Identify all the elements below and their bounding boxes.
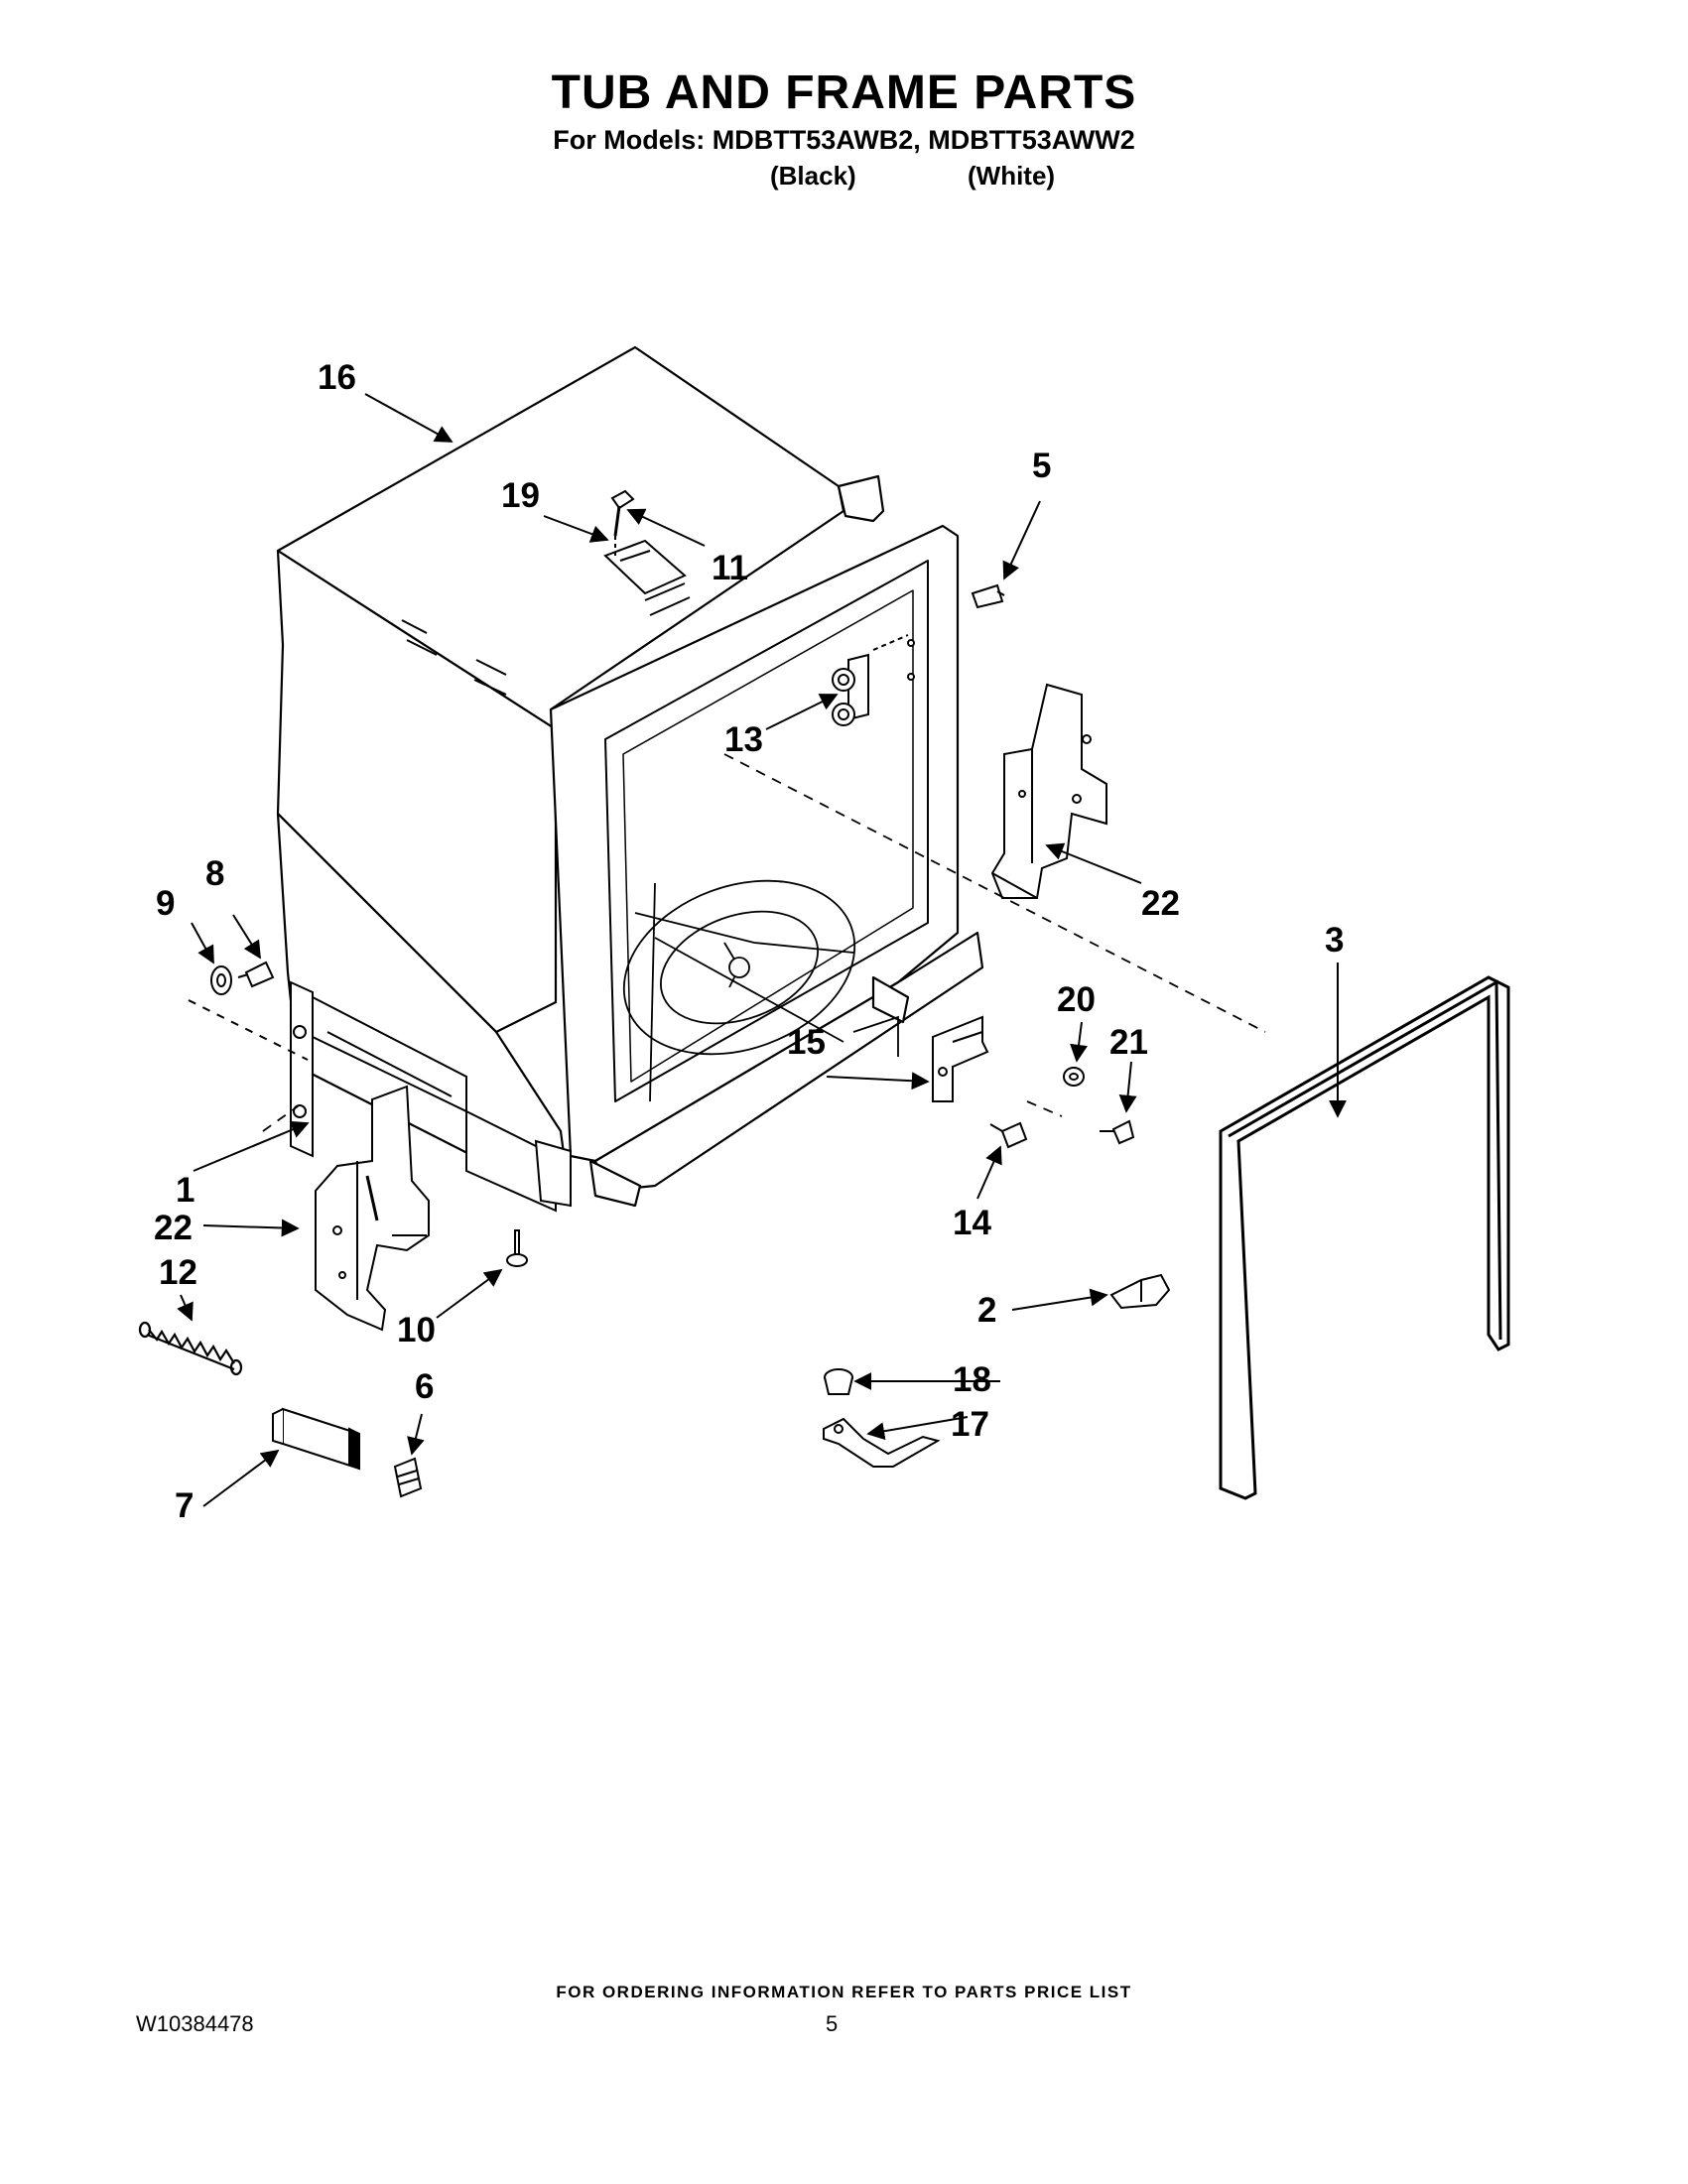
part-10-foot [506, 1229, 528, 1267]
tub-drawing [276, 345, 984, 1208]
callout-11: 11 [712, 549, 748, 587]
callout-12: 12 [159, 1253, 197, 1292]
part-8-screw [188, 961, 309, 1061]
callout-20: 20 [1057, 980, 1096, 1019]
callout-16: 16 [318, 358, 356, 397]
left-lower-frame [290, 980, 572, 1213]
callout-21: 21 [1109, 1023, 1148, 1062]
callout-17: 17 [951, 1405, 989, 1444]
variant-white-label: (White) [968, 161, 1056, 191]
part-12-spring [138, 1321, 243, 1376]
part-17-bracket [823, 1417, 941, 1468]
callout-18: 18 [953, 1360, 991, 1399]
part-21-screw [1100, 1119, 1135, 1145]
part-13-rollers [832, 634, 915, 726]
part-14-screw [989, 1121, 1028, 1149]
leader-arrows [177, 393, 1347, 1507]
callout-8: 8 [205, 854, 225, 893]
part-15-bracket [932, 1015, 989, 1102]
part-3-gasket [1219, 975, 1510, 1500]
part-2-clip [1109, 1273, 1171, 1310]
part-22-left-hinge [315, 1085, 430, 1332]
part-6-button [393, 1457, 423, 1498]
callout-1: 1 [176, 1171, 195, 1210]
part-18-cap [824, 1368, 853, 1395]
models-subtitle: For Models: MDBTT53AWB2, MDBTT53AWW2 [553, 125, 1135, 155]
part-19-bracket [603, 539, 687, 595]
callout-15: 15 [787, 1023, 826, 1062]
variant-black-label: (Black) [770, 161, 856, 191]
callout-10: 10 [397, 1311, 436, 1349]
part-7-cover [272, 1407, 360, 1471]
part-9-washer [210, 965, 232, 995]
callout-22-left: 22 [154, 1209, 193, 1247]
page-number: 5 [826, 2011, 839, 2036]
callout-5: 5 [1032, 447, 1052, 485]
tub-side-markings [401, 582, 691, 696]
part-22-right-hinge [990, 683, 1107, 899]
callout-9: 9 [156, 884, 176, 923]
tub-inner-detail [622, 879, 899, 1102]
alignment-lines [262, 753, 1266, 1132]
document-number: W10384478 [136, 2011, 254, 2036]
part-5-screw [971, 583, 1005, 609]
part-11-screw [610, 489, 635, 556]
part-20-washer [1063, 1067, 1085, 1087]
callout-13: 13 [724, 720, 763, 759]
ordering-note: FOR ORDERING INFORMATION REFER TO PARTS … [556, 1983, 1132, 2001]
callout-19: 19 [501, 476, 540, 515]
callout-22-right: 22 [1141, 884, 1180, 923]
page-title: TUB AND FRAME PARTS [551, 66, 1137, 119]
callout-14: 14 [953, 1204, 991, 1242]
callout-7: 7 [175, 1486, 195, 1525]
callout-2: 2 [977, 1291, 997, 1330]
callout-3: 3 [1325, 921, 1345, 960]
callout-6: 6 [415, 1367, 435, 1406]
